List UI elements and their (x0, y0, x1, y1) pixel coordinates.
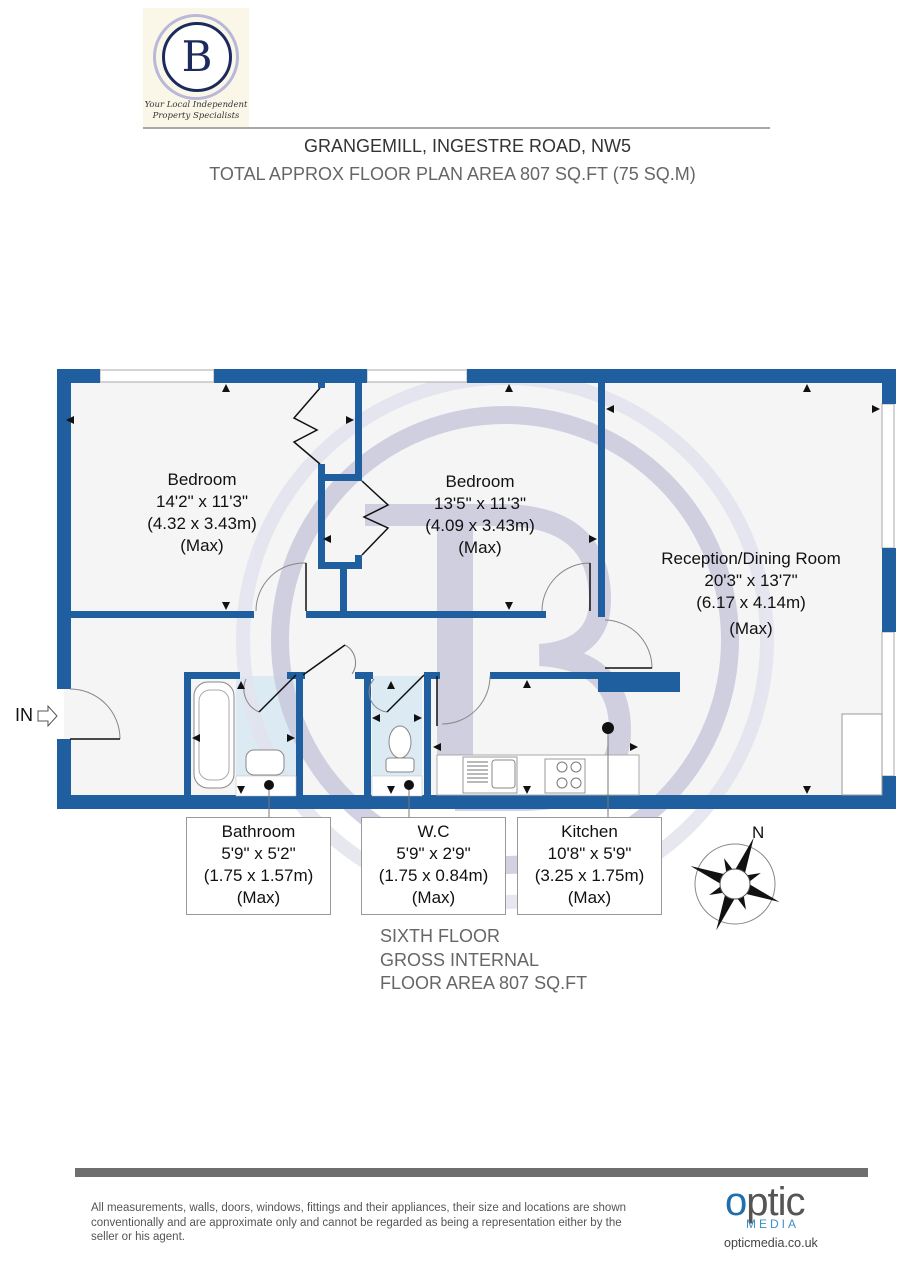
dimension-arrows (66, 384, 880, 794)
entrance-label: IN (15, 705, 33, 725)
window-bedroom2 (366, 369, 468, 383)
total-area: TOTAL APPROX FLOOR PLAN AREA 807 SQ.FT (… (209, 164, 696, 184)
logo-outer-ring: B (153, 14, 239, 100)
entrance-arrow-icon (37, 704, 58, 728)
room-name: W.C (417, 822, 450, 841)
optic-media-logo: optic MEDIA opticmedia.co.uk (722, 1182, 832, 1252)
label-dots (264, 722, 614, 790)
room-label-bedroom-1: Bedroom 14'2" x 11'3" (4.32 x 3.43m) (Ma… (112, 469, 292, 557)
logo-tagline-line2: Property Specialists (152, 111, 240, 121)
room-name: Bedroom (445, 472, 515, 491)
optic-wordmark: optic (725, 1180, 806, 1224)
room-note: (Max) (567, 888, 612, 907)
optic-url: opticmedia.co.uk (724, 1236, 818, 1250)
room-label-reception: Reception/Dining Room 20'3" x 13'7" (6.1… (632, 548, 870, 640)
room-metric: (4.32 x 3.43m) (147, 514, 257, 533)
room-name: Bathroom (221, 822, 296, 841)
room-note: (Max) (729, 619, 773, 638)
floor-area: FLOOR AREA 807 SQ.FT (380, 973, 588, 993)
room-label-kitchen: Kitchen 10'8" x 5'9" (3.25 x 1.75m) (Max… (517, 817, 662, 915)
bathtub-icon (193, 681, 235, 789)
window-reception-lower (881, 631, 895, 777)
agency-logo: B Your Local Independent Property Specia… (143, 8, 249, 128)
room-metric: (6.17 x 4.14m) (696, 593, 806, 612)
room-name: Kitchen (561, 822, 618, 841)
room-imperial: 13'5" x 11'3" (434, 494, 526, 513)
property-address: GRANGEMILL, INGESTRE ROAD, NW5 (303, 136, 632, 156)
door-leaves (70, 387, 652, 740)
logo-tagline: Your Local Independent Property Speciali… (143, 100, 249, 122)
hob-icon (544, 758, 586, 794)
window-bedroom1 (99, 369, 215, 383)
optic-media-subtitle: MEDIA (746, 1217, 800, 1231)
floor-info: SIXTH FLOOR GROSS INTERNAL FLOOR AREA 80… (380, 925, 587, 996)
room-name: Bedroom (167, 470, 237, 489)
room-label-wc: W.C 5'9" x 2'9" (1.75 x 0.84m) (Max) (361, 817, 506, 915)
room-metric: (3.25 x 1.75m) (534, 866, 645, 885)
room-label-bedroom-2: Bedroom 13'5" x 11'3" (4.09 x 3.43m) (Ma… (390, 471, 570, 559)
toilet-icon (388, 725, 412, 759)
room-metric: (1.75 x 0.84m) (378, 866, 489, 885)
disclaimer-text: All measurements, walls, doors, windows,… (91, 1202, 627, 1243)
room-note: (Max) (180, 536, 224, 555)
basin-icon (245, 749, 285, 776)
header-divider (143, 127, 770, 129)
room-imperial: 5'9" x 5'2" (221, 844, 296, 863)
label-leaders (268, 728, 609, 817)
sink-icon (462, 756, 518, 794)
reception-cupboard (841, 713, 883, 796)
room-note: (Max) (236, 888, 281, 907)
room-imperial: 20'3" x 13'7" (704, 571, 798, 590)
room-imperial: 5'9" x 2'9" (396, 844, 471, 863)
room-name: Reception/Dining Room (661, 549, 841, 568)
logo-tagline-line1: Your Local Independent (144, 100, 248, 110)
walls (57, 369, 896, 809)
room-imperial: 14'2" x 11'3" (156, 492, 248, 511)
optic-wordmark-rest: ptic (746, 1180, 805, 1224)
compass-rose-icon (690, 837, 780, 931)
room-note: (Max) (411, 888, 456, 907)
logo-letter: B (181, 32, 213, 81)
window-reception-upper (881, 403, 895, 549)
room-metric: (1.75 x 1.57m) (203, 866, 314, 885)
logo-inner-ring: B (162, 22, 232, 92)
footer-divider (75, 1168, 868, 1177)
floor-level: SIXTH FLOOR (380, 926, 501, 946)
room-imperial: 10'8" x 5'9" (547, 844, 632, 863)
room-label-bathroom: Bathroom 5'9" x 5'2" (1.75 x 1.57m) (Max… (186, 817, 331, 915)
door-swings (69, 562, 653, 740)
room-metric: (4.09 x 3.43m) (425, 516, 535, 535)
room-note: (Max) (458, 538, 502, 557)
compass-north-label: N (752, 823, 765, 842)
floor-gross-internal: GROSS INTERNAL (380, 949, 540, 970)
